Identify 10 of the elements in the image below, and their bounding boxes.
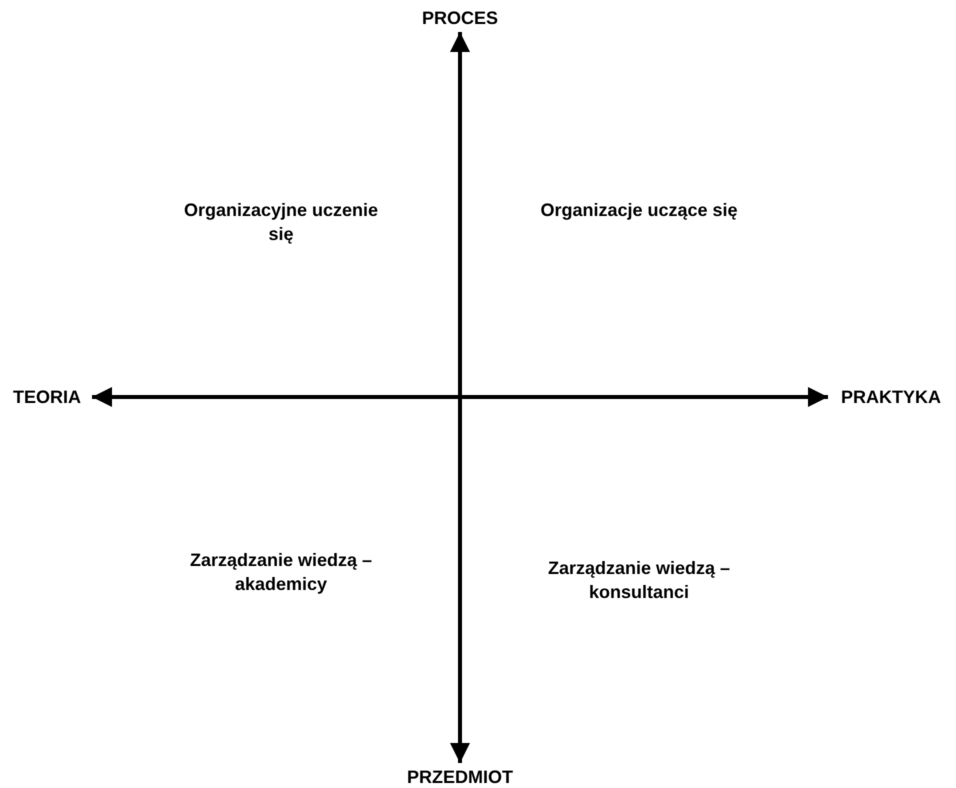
quadrant-label: Zarządzanie wiedzą – akademicy (188, 549, 374, 596)
axis-label: PRZEDMIOT (407, 766, 513, 788)
double-arrow (92, 387, 828, 407)
quadrant-label: Zarządzanie wiedzą – konsultanci (546, 557, 732, 604)
quadrant-label: Organizacyjne uczenie się (182, 199, 380, 246)
axis-label: TEORIA (12, 386, 81, 408)
double-arrow (450, 32, 470, 763)
axis-label: PROCES (422, 7, 498, 29)
quadrant-label: Organizacje uczące się (539, 199, 739, 222)
axis-label: PRAKTYKA (840, 386, 941, 408)
